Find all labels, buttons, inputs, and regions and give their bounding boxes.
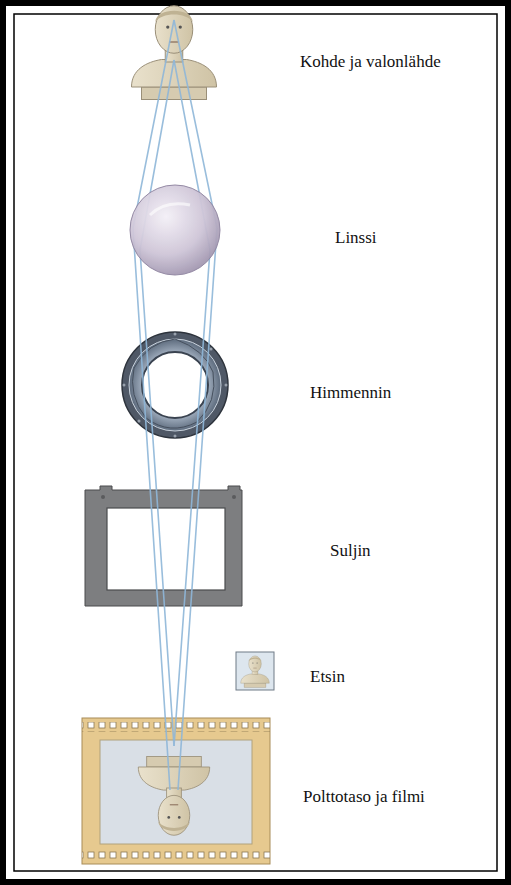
- part-label: Linssi: [335, 228, 377, 248]
- part-label: Polttotaso ja filmi: [303, 787, 425, 807]
- part-label: Etsin: [310, 667, 345, 687]
- part-label: Himmennin: [310, 383, 391, 403]
- part-label: Suljin: [330, 541, 371, 561]
- part-label: Kohde ja valonlähde: [300, 52, 441, 72]
